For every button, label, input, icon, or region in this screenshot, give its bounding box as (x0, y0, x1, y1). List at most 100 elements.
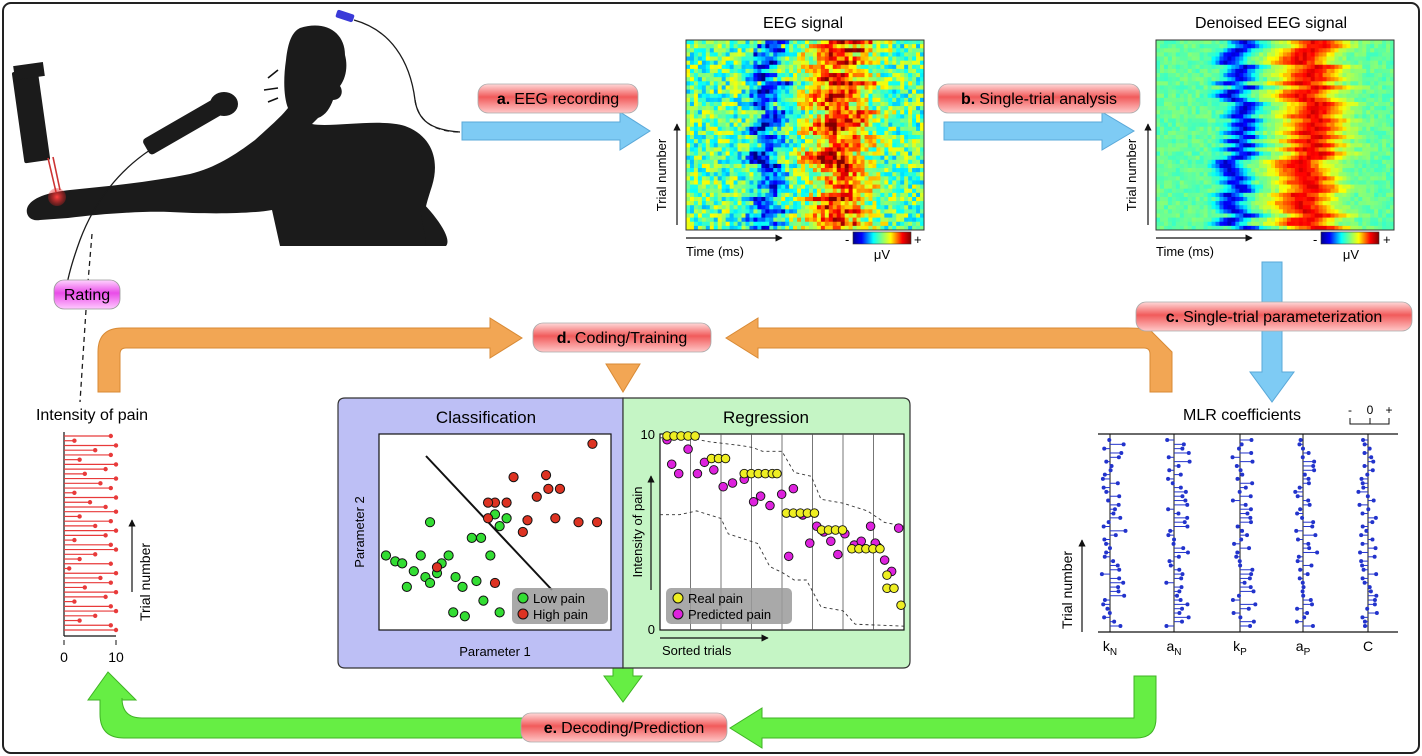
high-pain-point (540, 470, 552, 481)
mlr-stem-dot (1238, 563, 1243, 568)
intensity-stem-dot (113, 608, 119, 614)
mlr-stem-dot (1296, 554, 1301, 559)
intensity-tick-0: 0 (60, 649, 68, 665)
step-c-letter: c. (1166, 309, 1179, 326)
real-pain-point (720, 453, 731, 464)
mlr-stem-dot (1185, 602, 1190, 607)
mlr-stem-dot (1102, 554, 1107, 559)
mlr-stem-dot (1365, 494, 1370, 499)
mlr-stem-dot (1105, 606, 1110, 611)
predicted-pain-point (709, 465, 719, 475)
eeg-colorbar (852, 231, 912, 245)
mlr-stem-dot (1107, 438, 1112, 442)
mlr-stem-dot (1179, 576, 1184, 581)
intensity-tick-10: 10 (108, 649, 124, 665)
mlr-stem-dot (1372, 598, 1377, 603)
mlr-stem-dot (1362, 580, 1367, 585)
high-pain-point (573, 517, 584, 528)
arrow-models-down (603, 667, 643, 703)
mlr-stem-dot (1181, 546, 1186, 551)
step-b-label: Single-trial analysis (979, 91, 1117, 108)
intensity-stem-dot (93, 613, 98, 619)
high-pain-point (587, 438, 598, 449)
mlr-stem-dot (1104, 459, 1109, 464)
predicted-pain-point (683, 444, 693, 454)
legend-predicted-pain: Predicted pain (688, 607, 771, 622)
mlr-stem-dot (1166, 533, 1171, 538)
mlr-stem-dot (1300, 455, 1305, 460)
mlr-stem-dot (1359, 559, 1364, 564)
intensity-stem-dot (113, 476, 119, 481)
intensity-stem-dot (82, 471, 88, 477)
low-pain-point (415, 550, 426, 561)
mlr-stem-dot (1295, 537, 1300, 542)
mlr-stem-dot (1245, 511, 1250, 516)
mlr-stem-dot (1182, 520, 1187, 525)
mlr-stem-dot (1295, 559, 1300, 564)
intensity-stem-dot (108, 452, 114, 458)
intensity-stem-dot (113, 627, 119, 633)
speech-lines-icon (263, 69, 279, 103)
mlr-stem-dot (1370, 537, 1375, 542)
mlr-stem-dot (1237, 559, 1242, 564)
person-silhouette (26, 25, 439, 247)
denoised-cb-minus: - (1313, 232, 1317, 247)
step-c-label: Single-trial parameterization (1183, 309, 1382, 326)
mlr-stem-dot (1297, 442, 1302, 447)
mlr-stem-dot (1298, 507, 1303, 512)
intensity-stem-dot (108, 485, 114, 491)
mlr-stem-dot (1176, 511, 1181, 516)
intensity-stem-dot (93, 552, 98, 557)
high-pain-point (522, 515, 533, 526)
mlr-stem-dot (1236, 593, 1241, 598)
mlr-stem-dot (1122, 593, 1127, 598)
intensity-stem-dot (93, 523, 98, 529)
intensity-stem-dot (103, 533, 108, 538)
mlr-stem-dot (1366, 507, 1371, 512)
predicted-pain-point (879, 555, 890, 565)
mlr-stem-dot (1102, 472, 1107, 477)
mlr-stem-dot (1310, 524, 1315, 529)
mlr-stem-dot (1171, 541, 1176, 546)
intensity-stem-dot (108, 433, 114, 439)
mlr-stem-dot (1251, 619, 1256, 624)
predicted-pain-point (833, 549, 843, 560)
regression-title: Regression (723, 408, 809, 427)
mlr-scale: - 0 + (1348, 403, 1393, 425)
intensity-stem-dot (113, 571, 119, 576)
eeg-x-label: Time (ms) (686, 244, 744, 259)
mlr-stem-dot (1180, 494, 1185, 499)
denoised-title: Denoised EEG signal (1195, 15, 1347, 32)
eeg-cb-plus: + (914, 232, 922, 247)
mlr-stem-dot (1367, 446, 1372, 451)
mlr-stem-dot (1116, 455, 1121, 460)
mlr-stem-dot (1243, 485, 1248, 490)
step-c-pill: c.Single-trial parameterization (1135, 301, 1413, 332)
mlr-stem-dot (1106, 520, 1111, 525)
mlr-stem-dot (1248, 585, 1253, 590)
mlr-stem-dot (1368, 589, 1373, 594)
real-pain-point (896, 600, 906, 610)
classification-title: Classification (436, 408, 536, 427)
arrow-training-down (605, 363, 641, 393)
mlr-stem-dot (1107, 546, 1112, 551)
mlr-stem-dot (1183, 489, 1188, 494)
mlr-stem-dot (1372, 602, 1377, 607)
intensity-stem-dot (113, 589, 119, 595)
mlr-stem-dot (1177, 611, 1182, 616)
mlr-param-an: aN (1166, 638, 1181, 658)
intensity-stem-dot (108, 542, 114, 548)
real-pain-point (882, 570, 892, 580)
rating-label: Rating (64, 287, 110, 304)
svg-text:e.Decoding/Prediction: e.Decoding/Prediction (544, 720, 705, 737)
mlr-stem-dot (1119, 450, 1124, 455)
mlr-scale-minus: - (1348, 403, 1352, 417)
mlr-stem-dot (1301, 593, 1306, 598)
mlr-stem-dot (1180, 619, 1185, 624)
low-pain-point (401, 581, 412, 592)
mlr-stem-dot (1295, 606, 1300, 611)
mlr-stem-dot (1116, 502, 1121, 507)
low-pain-point (471, 575, 482, 587)
regression-confidence-bands (660, 437, 905, 627)
mlr-stem-dot (1374, 593, 1379, 598)
